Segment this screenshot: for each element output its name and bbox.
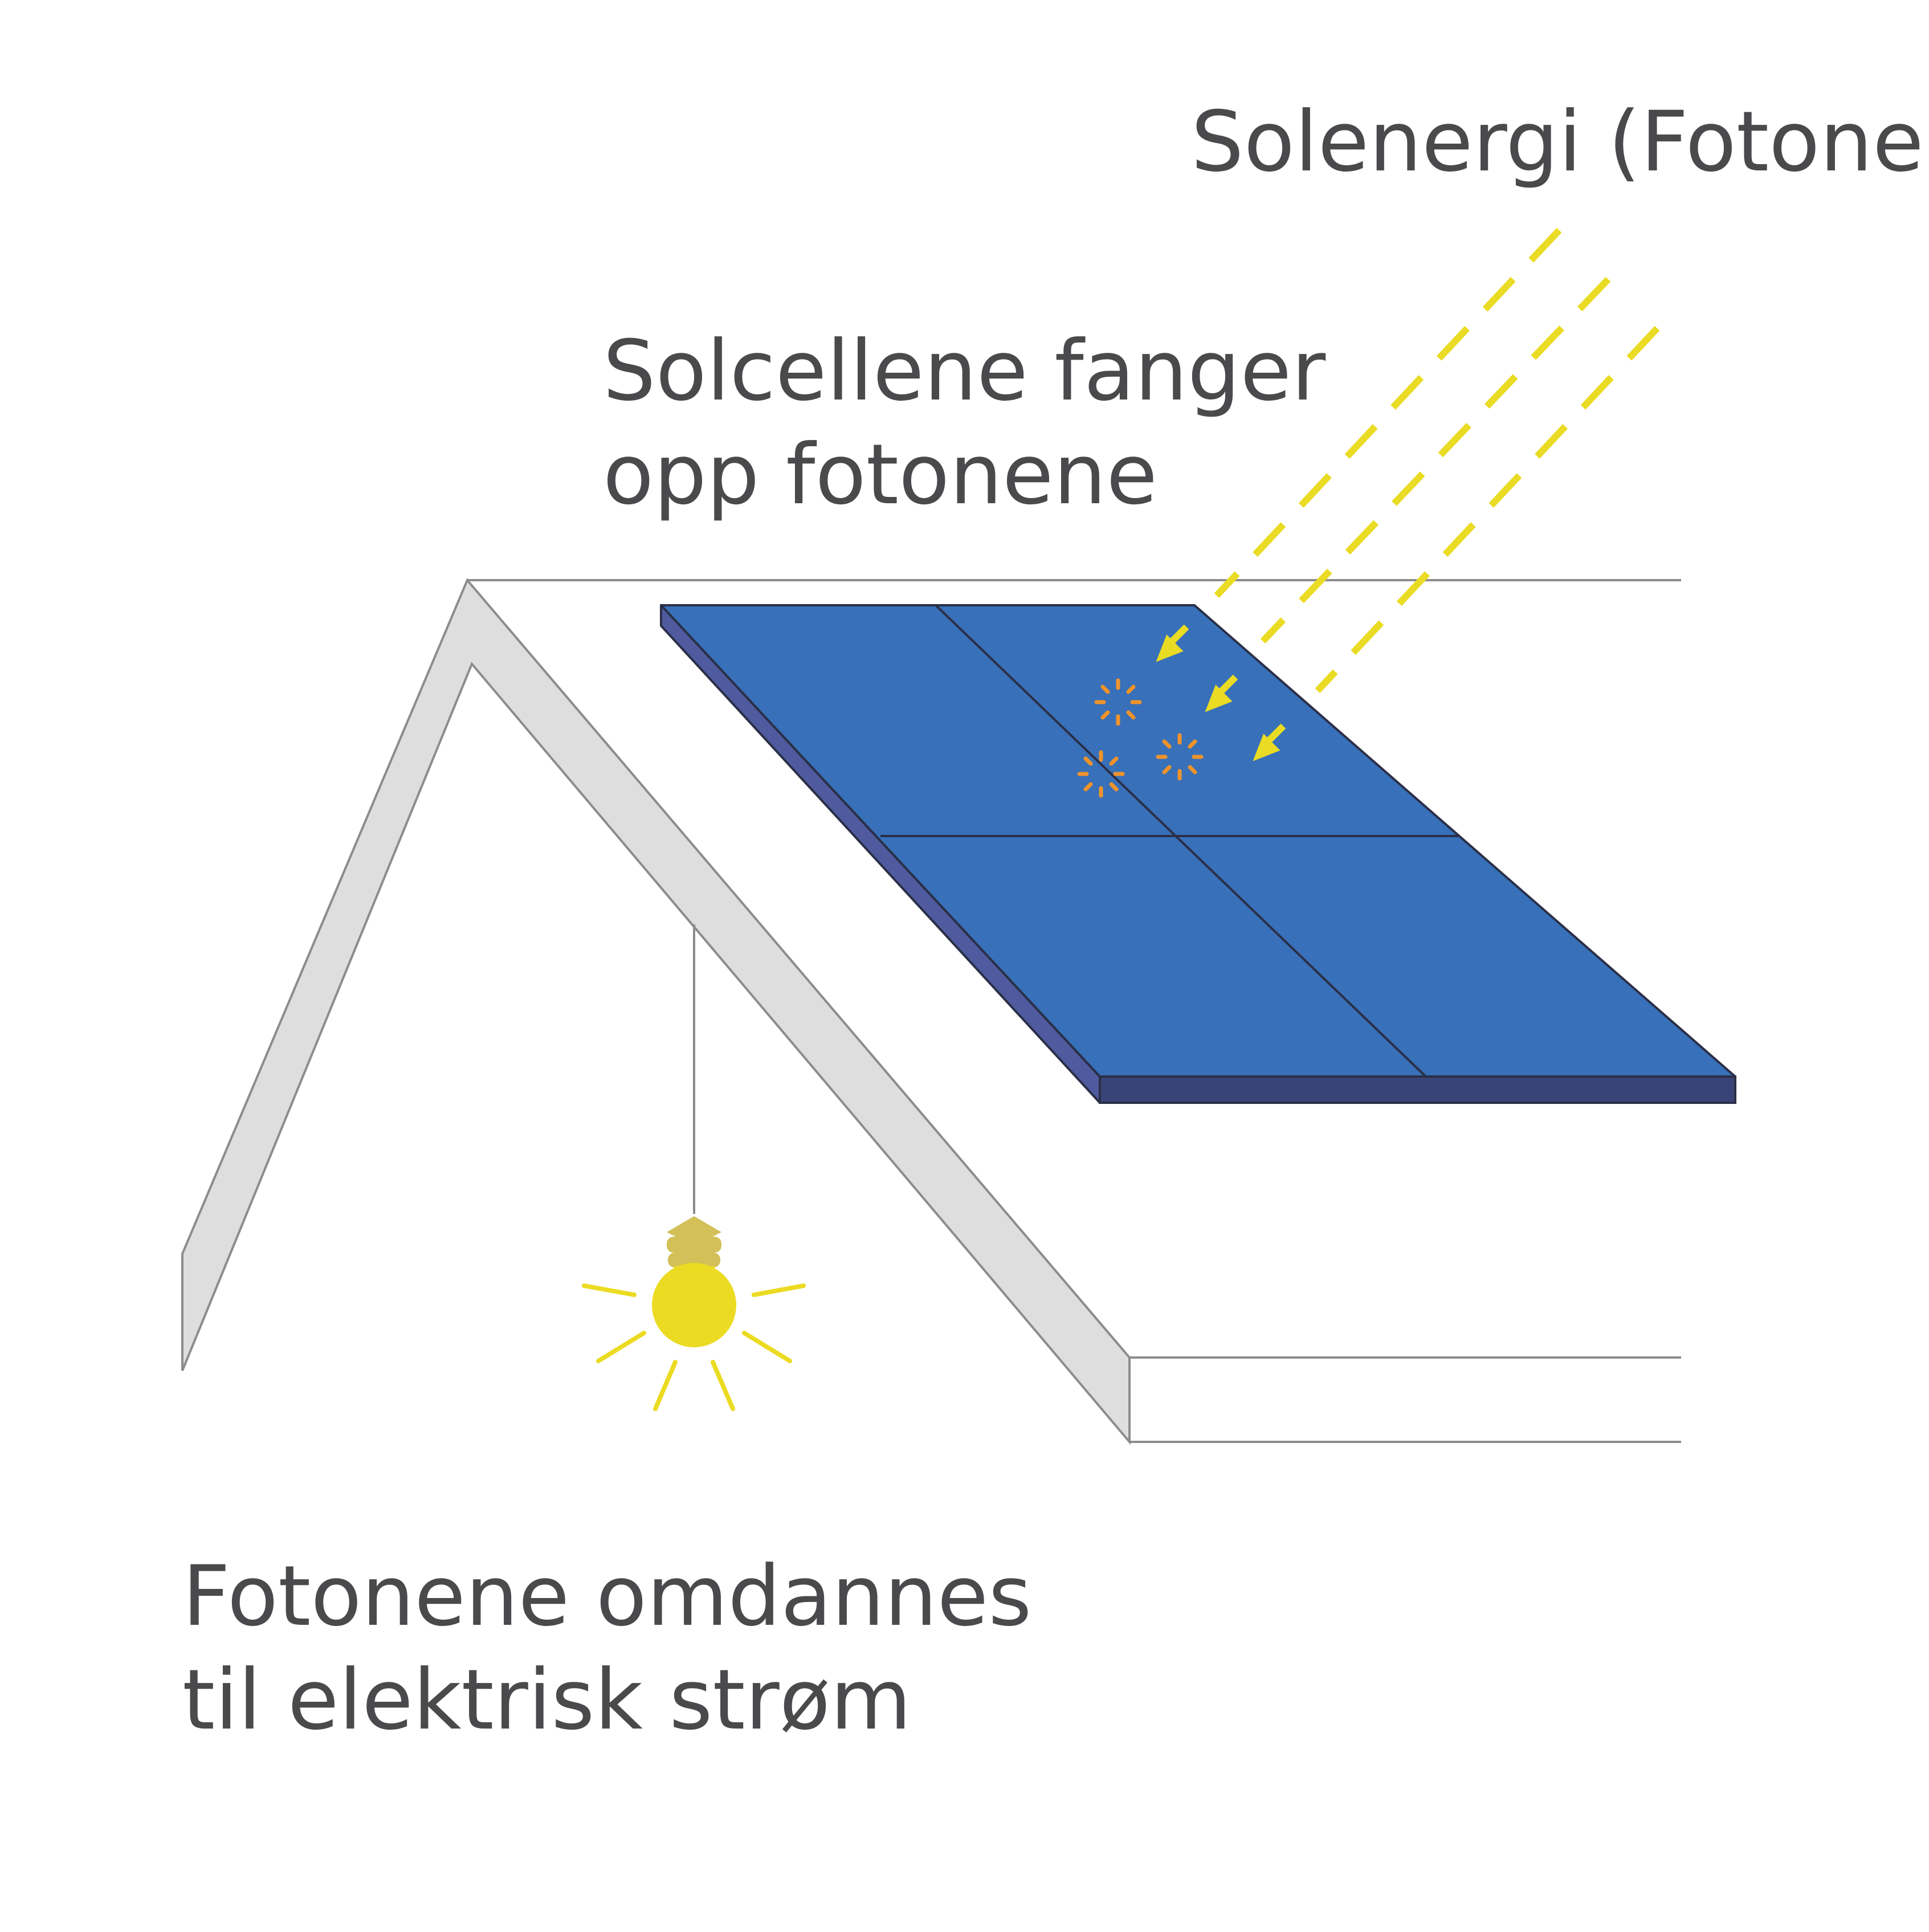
sun-ray	[1318, 328, 1657, 691]
convert-label: Fotonene omdannes til elektrisk strøm	[182, 1544, 1031, 1752]
bulb-glass	[652, 1263, 736, 1347]
solar-panel-front	[1100, 1077, 1735, 1103]
capture-label-line-2: opp fotonene	[603, 423, 1326, 527]
convert-label-line-2: til elektrisk strøm	[182, 1648, 1031, 1752]
convert-label-line-1: Fotonene omdannes	[182, 1544, 1031, 1648]
capture-label: Solcellene fanger opp fotonene	[603, 319, 1326, 527]
capture-label-line-1: Solcellene fanger	[603, 319, 1326, 423]
sun-energy-label: Solenergi (Fotoner)	[1191, 90, 1929, 194]
bulb-socket-ring	[667, 1237, 721, 1253]
